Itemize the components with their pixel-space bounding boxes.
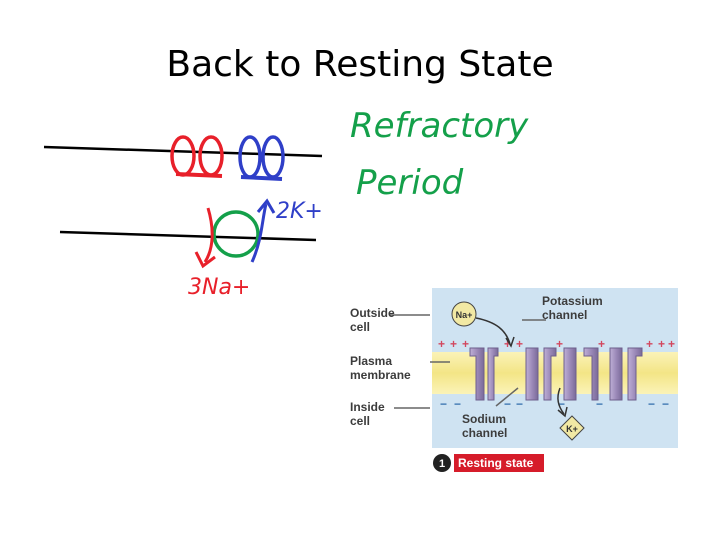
annotation-refractory: Refractory [350,106,529,146]
positive-charges: +++ ++ ++ +++ [438,337,675,351]
potassium-arrow [557,387,565,415]
sodium-arrow [475,317,511,345]
sketch-potassium-channel [238,135,285,181]
sketch-sodium-arrow [203,207,214,263]
label-plasma-membrane: Plasma membrane [350,354,411,382]
label-inside-cell: Inside cell [350,400,385,428]
label-sodium-channel: Sodium channel [462,412,508,440]
svg-text:−: − [454,397,461,411]
annotation-period: Period [356,163,464,203]
label-potassium-channel: Potassium channel [542,294,603,322]
potassium-ion [559,415,585,441]
caption-step-number: 1 [439,458,445,470]
svg-text:+: + [438,337,445,351]
svg-text:+: + [598,337,605,351]
svg-text:−: − [662,397,669,411]
svg-text:−: − [516,397,523,411]
svg-text:+: + [462,337,469,351]
sketch-membrane-top [43,145,323,158]
svg-text:+: + [646,337,653,351]
slide-title: Back to Resting State [166,44,554,85]
sketch-membrane-bottom [59,230,317,242]
svg-text:−: − [558,397,565,411]
sketch-sodium-label: 3Na+ [188,275,250,300]
svg-text:+: + [516,337,523,351]
svg-text:+: + [504,337,511,351]
caption-text: Resting state [458,456,534,470]
svg-text:+: + [556,337,563,351]
negative-charges: −− −− −− −− [440,397,669,411]
sodium-ion [451,301,477,327]
label-outside-cell: Outside cell [350,306,395,334]
svg-text:+: + [668,337,675,351]
membrane-diagram: +++ ++ ++ +++ −− −− −− −− Na+ K+ 1 Resti… [390,288,678,472]
svg-text:−: − [596,397,603,411]
svg-text:+: + [450,337,457,351]
sketch-potassium-label: 2K+ [276,199,323,224]
svg-text:−: − [504,397,511,411]
sodium-ion-label: Na+ [456,310,473,320]
svg-text:+: + [658,337,665,351]
sketch-sodium-channel [170,135,224,178]
plasma-membrane-band [432,352,678,394]
potassium-ion-label: K+ [566,424,578,434]
resting-state-figure: +++ ++ ++ +++ −− −− −− −− Na+ K+ 1 Resti… [346,288,678,480]
svg-text:−: − [648,397,655,411]
sketch-potassium-arrow [250,203,268,263]
svg-text:−: − [440,397,447,411]
sketch-pump [212,210,260,258]
membrane-channels [469,347,643,401]
caption-bar [454,454,544,472]
caption-step-badge [433,454,451,472]
